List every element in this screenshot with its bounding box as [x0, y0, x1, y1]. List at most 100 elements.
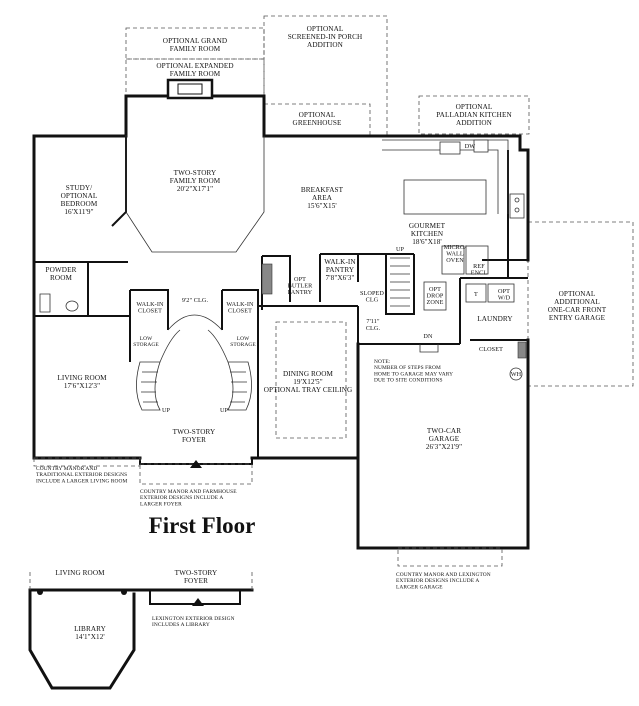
note-garage-variation: COUNTRY MANOR AND LEXINGTON: [396, 572, 491, 578]
gourmet-kitchen-label: 18'6"X18': [412, 238, 442, 246]
label-up-left-stair: UP: [162, 407, 171, 414]
optional-palladian-kitchen-label: ADDITION: [456, 119, 493, 127]
optional-greenhouse-label: OPTIONAL: [299, 111, 336, 119]
sloped-clg-label: SLOPED: [360, 290, 384, 297]
low-storage-right-label: STORAGE: [230, 342, 256, 348]
label-dw: DW: [465, 143, 476, 150]
two-car-garage-label: GARAGE: [429, 435, 460, 443]
label-wh: WH: [511, 371, 522, 378]
dining-room-label: OPTIONAL TRAY CEILING: [264, 386, 353, 394]
optional-palladian-kitchen-label: OPTIONAL: [456, 103, 493, 111]
ref-encl-label: ENCL: [471, 270, 488, 277]
low-storage-left-label: STORAGE: [133, 342, 159, 348]
note-foyer-variation: LARGER FOYER: [140, 501, 182, 507]
note-garage-variation: EXTERIOR DESIGNS INCLUDE A: [396, 578, 479, 584]
study-label: STUDY/: [66, 184, 93, 192]
inset-foyer-label: FOYER: [184, 577, 208, 585]
opt-butler-pantry-label: BUTLER: [288, 283, 313, 290]
inset-foyer-label: TWO-STORY: [175, 569, 218, 577]
note-living-room-variation: COUNTRY MANOR AND: [36, 466, 97, 472]
optional-expanded-family-room-label: OPTIONAL EXPANDED: [156, 62, 233, 70]
opt-butler-pantry-label: PANTRY: [288, 289, 313, 296]
optional-garage-label: ONE-CAR FRONT: [548, 306, 607, 314]
optional-screened-porch-label: OPTIONAL: [307, 25, 344, 33]
study-label: 16'X11'9": [64, 208, 93, 216]
label-t: T: [474, 291, 478, 298]
optional-expanded-family-room-label: FAMILY ROOM: [170, 70, 221, 78]
library-inset: [28, 572, 254, 690]
low-storage-right-label: LOW: [237, 336, 250, 342]
gourmet-kitchen-label: GOURMET: [409, 222, 446, 230]
label-clg-92: 9'2" CLG.: [182, 297, 209, 304]
note-foyer-variation: COUNTRY MANOR AND FARMHOUSE: [140, 489, 237, 495]
optional-screened-porch-label: ADDITION: [307, 41, 344, 49]
two-story-family-room-label: FAMILY ROOM: [170, 177, 221, 185]
micro-wall-oven-label: OVEN: [446, 257, 464, 264]
gourmet-kitchen-label: KITCHEN: [411, 230, 444, 238]
walk-in-closet-right-label: CLOSET: [228, 308, 252, 315]
ref-encl-label: REF: [473, 263, 485, 270]
note-garage-steps: HOME TO GARAGE MAY VARY: [374, 371, 453, 377]
two-story-foyer-label: FOYER: [182, 436, 206, 444]
label-up-kitchen: UP: [396, 246, 405, 253]
optional-garage-label: ADDITIONAL: [554, 298, 600, 306]
optional-screened-porch-label: SCREENED-IN PORCH: [288, 33, 363, 41]
dining-room-label: 19'X12'5": [293, 378, 323, 386]
micro-wall-oven-label: MICRO/: [444, 244, 467, 251]
walk-in-pantry-label: WALK-IN: [324, 258, 356, 266]
sloped-clg-label: CLG: [366, 297, 379, 304]
opt-wd-label: OPT: [498, 288, 510, 295]
study-label: OPTIONAL: [61, 192, 98, 200]
study-label: BEDROOM: [61, 200, 98, 208]
optional-greenhouse-label: GREENHOUSE: [293, 119, 342, 127]
note-library-variation: LEXINGTON EXTERIOR DESIGN: [152, 616, 235, 622]
opt-butler-pantry-label: OPT: [294, 276, 306, 283]
note-garage-steps: NOTE:: [374, 359, 391, 365]
dining-room-label: DINING ROOM: [283, 370, 334, 378]
closet-label: CLOSET: [479, 346, 503, 353]
optional-garage-label: ENTRY GARAGE: [549, 314, 606, 322]
label-clg-711: 7'11": [366, 318, 380, 325]
note-living-room-variation: TRADITIONAL EXTERIOR DESIGNS: [36, 472, 127, 478]
opt-drop-zone-label: ZONE: [427, 299, 444, 306]
label-dn: DN: [423, 333, 433, 340]
low-storage-left-label: LOW: [140, 336, 153, 342]
walk-in-pantry-label: 7'8"X6'3": [326, 274, 355, 282]
note-foyer-variation: EXTERIOR DESIGNS INCLUDE A: [140, 495, 223, 501]
label-up-right-stair: UP: [220, 407, 229, 414]
opt-drop-zone-label: OPT: [429, 286, 441, 293]
fixtures: [33, 135, 525, 567]
library-label: LIBRARY: [74, 625, 107, 633]
note-living-room-variation: INCLUDE A LARGER LIVING ROOM: [36, 478, 128, 484]
two-car-garage-label: 26'3"X21'9": [426, 443, 462, 451]
breakfast-area-label: 15'6"X15': [307, 202, 337, 210]
opt-wd-label: W/D: [498, 295, 511, 302]
walk-in-closet-left-label: WALK-IN: [136, 301, 164, 308]
walk-in-pantry-label: PANTRY: [326, 266, 355, 274]
two-story-foyer-label: TWO-STORY: [173, 428, 216, 436]
optional-garage-label: OPTIONAL: [559, 290, 596, 298]
two-story-family-room-label: 20'2"X17'1": [177, 185, 213, 193]
optional-grand-family-room-label: OPTIONAL GRAND: [163, 37, 227, 45]
two-car-garage-label: TWO-CAR: [427, 427, 461, 435]
inset-living-room-label: LIVING ROOM: [55, 569, 105, 577]
living-room-label: LIVING ROOM: [57, 374, 107, 382]
walk-in-closet-right-label: WALK-IN: [226, 301, 254, 308]
powder-room-label: POWDER: [46, 266, 77, 274]
note-garage-variation: LARGER GARAGE: [396, 584, 443, 590]
walk-in-closet-left-label: CLOSET: [138, 308, 162, 315]
optional-grand-family-room-label: FAMILY ROOM: [170, 45, 221, 53]
powder-room-label: ROOM: [50, 274, 72, 282]
two-story-family-room-label: TWO-STORY: [174, 169, 217, 177]
label-clg-711b: CLG.: [366, 325, 381, 332]
living-room-label: 17'6"X12'3": [64, 382, 100, 390]
floor-title: First Floor: [149, 513, 256, 538]
laundry-label: LAUNDRY: [477, 315, 513, 323]
library-label: 14'1"X12': [75, 633, 105, 641]
breakfast-area-label: BREAKFAST: [301, 186, 344, 194]
note-garage-steps: NUMBER OF STEPS FROM: [374, 365, 441, 371]
note-garage-steps: DUE TO SITE CONDITIONS: [374, 378, 443, 384]
micro-wall-oven-label: WALL: [446, 251, 464, 258]
